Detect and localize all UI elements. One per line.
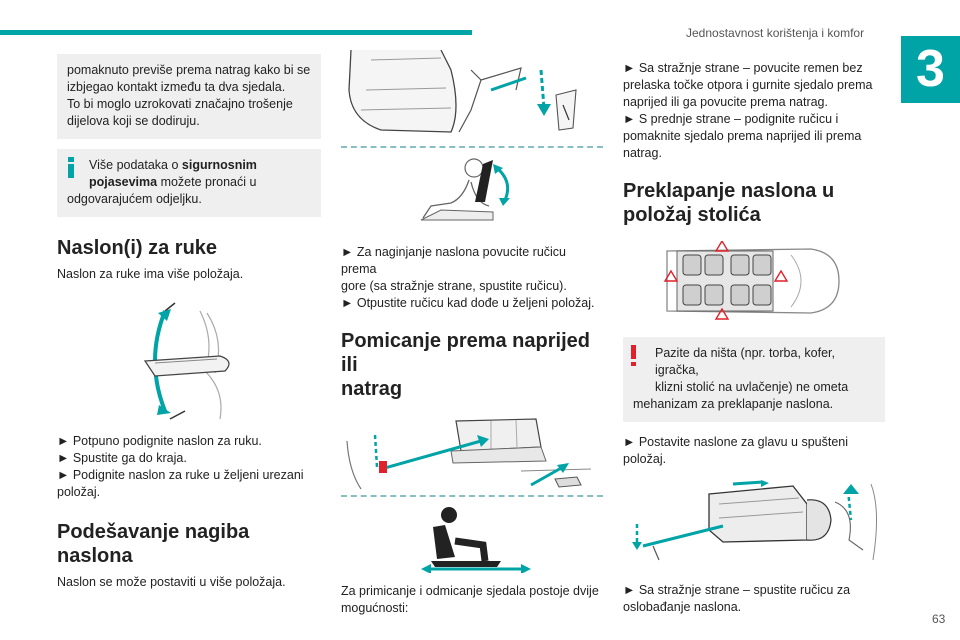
warning-box: Pazite da ništa (npr. torba, kofer, igra… [623, 337, 885, 422]
move-intro-line-2: mogućnosti: [341, 601, 409, 615]
info-box-seatbelts: Više podataka o sigurnosnim pojasevima m… [57, 149, 321, 217]
step-line: ► Otpustite ručicu kad dođe u željeni po… [341, 296, 595, 310]
recline-heading: Podešavanje nagiba naslona [57, 520, 321, 568]
vehicle-seat-layout-illustration [661, 241, 885, 321]
armrest-heading: Naslon(i) za ruke [57, 237, 218, 259]
step-line: ► Sa stražnje strane – povucite remen be… [623, 61, 863, 75]
step-line: ► Za naginjanje naslona povucite ručicu … [341, 245, 567, 276]
headrest-step: ► Postavite naslone za glavu u spušteni … [623, 434, 885, 468]
column-1: pomaknuto previše prema natrag kako bi s… [57, 54, 321, 591]
step-line: ► S prednje strane – podignite ručicu i [623, 112, 839, 126]
separator-dashed [341, 146, 603, 148]
armrest-intro: Naslon za ruke ima više položaja. [57, 267, 244, 281]
column-3: ► Sa stražnje strane – povucite remen be… [623, 60, 885, 616]
warning-line: klizni stolić na uvlačenje) ne ometa [655, 380, 849, 394]
step-line: ► Podignite naslon za ruke u željeni ure… [57, 468, 304, 482]
armrest-steps: ► Potpuno podignite naslon za ruku. ► Sp… [57, 433, 321, 501]
armrest-illustration [125, 301, 321, 421]
move-heading-line-2: natrag [341, 378, 403, 400]
step-line: ► Postavite naslone za glavu u spušteni [623, 435, 849, 449]
warning-line: mehanizam za preklapanje naslona. [633, 397, 834, 411]
header-accent-bar [0, 30, 472, 35]
step-line: natrag. [623, 146, 662, 160]
page-number: 63 [932, 612, 946, 626]
step-line: položaj. [57, 485, 101, 499]
separator-dashed [341, 495, 603, 497]
step-line: ► Potpuno podignite naslon za ruku. [57, 434, 262, 448]
note-line: dijelova koji se dodiruju. [67, 114, 200, 128]
info-icon [65, 157, 77, 178]
move-heading: Pomicanje prema naprijed ili natrag [341, 329, 603, 401]
move-steps: ► Sa stražnje strane – povucite remen be… [623, 60, 885, 162]
fold-heading: Preklapanje naslona u položaj stolića [623, 179, 885, 227]
fold-heading-line-2: položaj stolića [623, 204, 761, 226]
continued-note-box: pomaknuto previše prema natrag kako bi s… [57, 54, 321, 139]
step-line: ► Sa stražnje strane – spustite ručicu z… [623, 583, 851, 597]
chapter-number-tab: 3 [901, 36, 960, 103]
move-intro-line-1: Za primicanje i odmicanje sjedala postoj… [341, 584, 599, 598]
step-line: ► Spustite ga do kraja. [57, 451, 187, 465]
step-line: položaj. [623, 452, 667, 466]
info-line-2: pojasevima možete pronaći u [89, 175, 257, 189]
info-line-1: Više podataka o sigurnosnim [89, 158, 257, 172]
note-line: To bi moglo uzrokovati značajno trošenje [67, 97, 293, 111]
step-line: gore (sa stražnje strane, spustite ručic… [341, 279, 567, 293]
fold-heading-line-1: Preklapanje naslona u [623, 180, 835, 202]
release-step: ► Sa stražnje strane – spustite ručicu z… [623, 582, 885, 616]
move-intro: Za primicanje i odmicanje sjedala postoj… [341, 583, 603, 617]
column-2: ► Za naginjanje naslona povucite ručicu … [341, 50, 603, 617]
recline-seat-illustration [341, 50, 603, 136]
slide-seat-illustration [341, 411, 603, 491]
fold-seat-illustration [623, 480, 885, 564]
move-heading-line-1: Pomicanje prema naprijed ili [341, 330, 590, 376]
warning-line: Pazite da ništa (npr. torba, kofer, igra… [655, 346, 835, 377]
step-line: oslobađanje naslona. [623, 600, 742, 614]
recline-heading-line-2: naslona [57, 545, 133, 567]
warning-icon [631, 345, 637, 367]
recline-steps: ► Za naginjanje naslona povucite ručicu … [341, 244, 603, 312]
note-line: pomaknuto previše prema natrag kako bi s… [67, 63, 311, 77]
page-header-title: Jednostavnost korištenja i komfor [686, 26, 865, 40]
recline-intro: Naslon se može postaviti u više položaja… [57, 575, 286, 589]
step-line: prelaska točke otpora i gurnite sjedalo … [623, 78, 873, 92]
step-line: naprijed ili ga povucite prema natrag. [623, 95, 828, 109]
slide-side-illustration [421, 505, 603, 573]
recline-heading-line-1: Podešavanje nagiba [57, 521, 250, 543]
step-line: pomaknite sjedalo prema naprijed ili pre… [623, 129, 862, 143]
info-line-3: odgovarajućem odjeljku. [67, 192, 202, 206]
recline-side-illustration [411, 158, 603, 228]
note-line: izbjegao kontakt između ta dva sjedala. [67, 80, 286, 94]
